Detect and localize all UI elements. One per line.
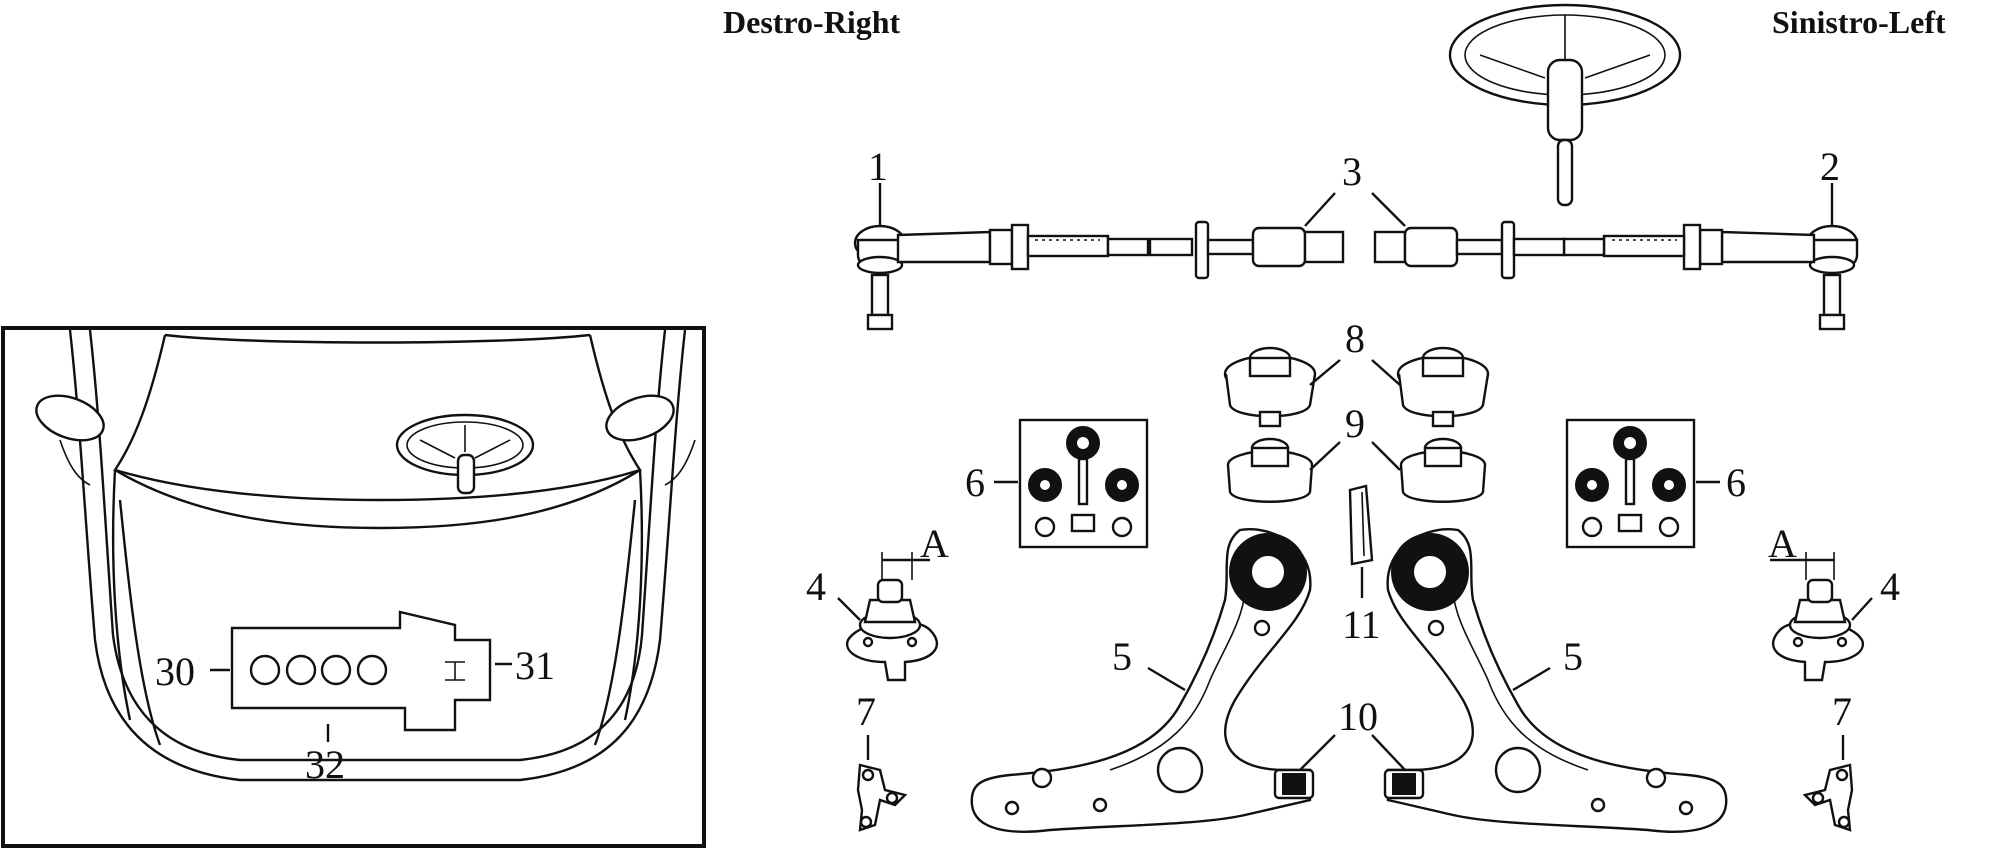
steering-rack-icon [230, 610, 492, 732]
callout-5-left: 5 [1563, 634, 1583, 679]
callout-2: 2 [1820, 144, 1840, 189]
header-left-side: Sinistro-Left [1772, 4, 1946, 40]
callout-6-right: 6 [965, 460, 985, 505]
arm-bush-left [1383, 768, 1425, 800]
leader-9a [1309, 441, 1341, 471]
vehicle-inset: 30 31 32 [1, 326, 706, 848]
steering-wheel-icon [395, 413, 535, 495]
callout-5-right: 5 [1112, 634, 1132, 679]
axial-joint-right [1148, 220, 1345, 280]
axial-joint-left [1373, 220, 1566, 280]
bush-kit-right [1018, 418, 1149, 549]
leader-4b [1851, 597, 1873, 621]
control-arm-right [970, 528, 1312, 833]
callout-4-left: 4 [1880, 564, 1900, 609]
shim-11 [1348, 484, 1374, 566]
callout-a-left: A [1768, 521, 1797, 566]
callout-30: 30 [155, 649, 195, 694]
ball-joint-right [845, 578, 939, 682]
car-outline [59, 329, 696, 782]
bracket-right [856, 763, 908, 832]
callout-9: 9 [1345, 401, 1365, 446]
leader-8a [1309, 359, 1341, 386]
steering-wheel-icon [1448, 3, 1682, 207]
dimension-a-left [1770, 552, 1835, 580]
leader-4a [837, 597, 861, 621]
leader-9b [1371, 441, 1401, 471]
leader-8b [1371, 359, 1401, 386]
leader-5a [1147, 666, 1186, 692]
callout-31: 31 [515, 643, 555, 688]
arm-bush-right [1273, 768, 1315, 800]
inset-frame [1, 326, 706, 848]
leader-5b [1512, 666, 1551, 692]
callout-7-left: 7 [1832, 689, 1852, 734]
callout-11: 11 [1342, 602, 1381, 647]
bush-kit-left [1565, 418, 1696, 549]
callout-3: 3 [1342, 149, 1362, 194]
bush-9-right [1226, 437, 1314, 503]
callout-10: 10 [1338, 694, 1378, 739]
callout-32: 32 [305, 742, 345, 787]
leader-10b [1371, 734, 1406, 771]
control-arm-left [1386, 528, 1728, 833]
callout-7-right: 7 [856, 689, 876, 734]
bracket-left [1802, 763, 1854, 832]
bush-8-right [1223, 346, 1317, 428]
callout-8: 8 [1345, 316, 1365, 361]
callout-a-right: A [920, 521, 949, 566]
leader-3a [1304, 192, 1336, 227]
bush-9-left [1399, 437, 1487, 503]
callout-4-right: 4 [806, 564, 826, 609]
leader-10a [1299, 734, 1336, 771]
mirror-icon [35, 394, 675, 442]
tie-rod-end-left [1562, 223, 1859, 331]
tie-rod-end-right [853, 223, 1150, 331]
callout-6-left: 6 [1726, 460, 1746, 505]
leader-3b [1371, 192, 1406, 227]
header-right-side: Destro-Right [723, 4, 901, 40]
callout-1: 1 [868, 144, 888, 189]
bush-8-left [1396, 346, 1490, 428]
ball-joint-left [1771, 578, 1865, 682]
dimension-a-right [881, 552, 930, 580]
